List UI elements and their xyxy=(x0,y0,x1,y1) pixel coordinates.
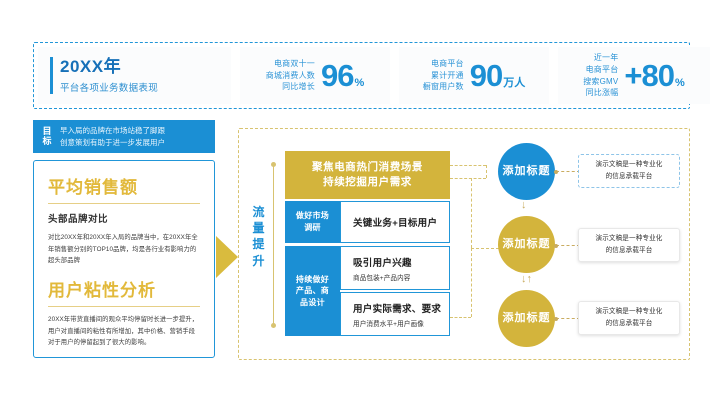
flow-row-1-tab: 做好市场 调研 xyxy=(285,201,340,243)
flow-panel: 流量提升 聚焦电商热门消费场景 持续挖掘用户需求 做好市场 调研 关键业务+目标… xyxy=(238,128,690,360)
stat-card-3: 近一年 电商平台 搜索GMV 同比涨幅 +80 % xyxy=(558,47,710,104)
connector xyxy=(554,317,582,321)
flow-row-2-cell-2-sub: 用户消费水平+用户画像 xyxy=(353,320,424,328)
flow-row-2-tab: 持续做好 产品、商 品设计 xyxy=(285,246,340,336)
connector xyxy=(554,170,582,174)
target-icon: 目标 xyxy=(42,125,52,146)
flow-banner: 聚焦电商热门消费场景 持续挖掘用户需求 xyxy=(285,151,450,199)
flow-banner-line-2: 持续挖掘用户需求 xyxy=(323,176,412,188)
stat-card-2: 电商平台 累计开通 橱窗用户数 90 万人 xyxy=(399,47,549,104)
stat-number-3: +80 xyxy=(624,58,675,93)
node-circle-3[interactable]: 添加标题 xyxy=(498,290,555,347)
flow-row-1: 做好市场 调研 关键业务+目标用户 xyxy=(285,201,450,243)
arrow-updown-icon: ↓↑ xyxy=(521,273,532,285)
flow-row-1-cell-main: 关键业务+目标用户 xyxy=(353,218,438,229)
stat-number-1: 96 xyxy=(320,58,354,93)
left-content-card: 平均销售额 头部品牌对比 对比20XX年和20XX年入局的品牌当中，在20XX年… xyxy=(33,160,215,358)
flow-row-2-cell-1: 吸引用户兴趣 商品包装+产品内容 xyxy=(340,246,450,290)
stat-label-2: 电商平台 累计开通 橱窗用户数 xyxy=(422,59,464,92)
goal-line-1: 早入局的品牌在市场站稳了脚跟 xyxy=(60,125,165,135)
connector xyxy=(471,248,499,249)
header-title-cell: 20XX年 平台各项业务数据表现 xyxy=(38,47,231,104)
node-note-3: 演示文稿是一种专业化 的信息承载平台 xyxy=(578,301,680,335)
connector xyxy=(450,165,486,166)
title-accent-bar xyxy=(50,57,53,94)
page-subtitle: 平台各项业务数据表现 xyxy=(60,83,159,95)
stats-strip: 20XX年 平台各项业务数据表现 电商双十一 商城消费人数 同比增长 96 % … xyxy=(33,42,710,109)
gold-arrow-icon xyxy=(216,236,238,278)
divider xyxy=(48,203,200,204)
node-circle-2-label: 添加标题 xyxy=(502,238,551,251)
node-note-2: 演示文稿是一种专业化 的信息承载平台 xyxy=(578,228,680,262)
stat-unit-1: % xyxy=(354,77,365,89)
flow-row-1-cell: 关键业务+目标用户 xyxy=(340,201,450,243)
stat-unit-3: % xyxy=(675,77,685,89)
left-body-1: 对比20XX年和20XX年入局的品牌当中，在20XX年全年销售额分别的TOP10… xyxy=(48,234,198,265)
connector xyxy=(486,165,487,178)
flow-vertical-label: 流量提升 xyxy=(252,205,266,268)
flow-banner-line-1: 聚焦电商热门消费场景 xyxy=(312,160,423,173)
divider xyxy=(48,305,200,307)
flow-row-2-cell-1-sub: 商品包装+产品内容 xyxy=(353,274,411,282)
flow-row-2-cell-2: 用户实际需求、要求 用户消费水平+用户画像 xyxy=(340,292,450,336)
connector xyxy=(471,248,472,317)
stat-value-1: 96 % xyxy=(321,60,364,91)
divider xyxy=(549,47,558,104)
stat-label-3: 近一年 电商平台 搜索GMV 同比涨幅 xyxy=(583,53,619,98)
flow-row-2: 持续做好 产品、商 品设计 吸引用户兴趣 商品包装+产品内容 用户实际需求、要求… xyxy=(285,246,450,336)
arrow-down-icon-1: ↓ xyxy=(521,199,527,211)
flow-row-2-cell-2-main: 用户实际需求、要求 xyxy=(353,303,442,315)
stat-number-2: 90 xyxy=(469,58,503,93)
goal-banner: 目标 早入局的品牌在市场站稳了脚跟 创意策划有助于进一步发展用户 xyxy=(33,120,215,153)
node-circle-1[interactable]: 添加标题 xyxy=(498,143,555,200)
stat-value-3: +80 % xyxy=(624,60,684,91)
stat-label-1: 电商双十一 商城消费人数 同比增长 xyxy=(265,59,315,92)
connector xyxy=(450,178,486,179)
node-circle-1-label: 添加标题 xyxy=(502,165,551,178)
left-body-2: 20XX年带货直播间的观众平均停留时长进一步提升，用户对直播间的粘性有所增加，其… xyxy=(48,315,199,347)
connector xyxy=(554,244,582,248)
left-heading-1: 平均销售额 xyxy=(48,178,138,197)
divider xyxy=(390,47,399,104)
connector xyxy=(450,317,471,318)
divider xyxy=(231,47,240,104)
stat-unit-2: 万人 xyxy=(503,77,526,89)
stat-card-1: 电商双十一 商城消费人数 同比增长 96 % xyxy=(240,47,390,104)
page-title: 20XX年 xyxy=(60,56,122,76)
node-circle-2[interactable]: 添加标题 xyxy=(498,216,555,273)
stat-value-2: 90 万人 xyxy=(470,60,525,91)
flow-row-2-cell-1-main: 吸引用户兴趣 xyxy=(353,257,412,269)
goal-text: 早入局的品牌在市场站稳了脚跟 创意策划有助于进一步发展用户 xyxy=(60,125,165,149)
left-heading-2: 用户粘性分析 xyxy=(48,280,156,300)
connector xyxy=(471,178,472,248)
vertical-track xyxy=(271,162,276,328)
goal-line-2: 创意策划有助于进一步发展用户 xyxy=(60,137,165,147)
left-subheading-1: 头部品牌对比 xyxy=(48,214,109,225)
node-note-1: 演示文稿是一种专业化 的信息承载平台 xyxy=(578,154,680,188)
node-circle-3-label: 添加标题 xyxy=(502,312,551,325)
